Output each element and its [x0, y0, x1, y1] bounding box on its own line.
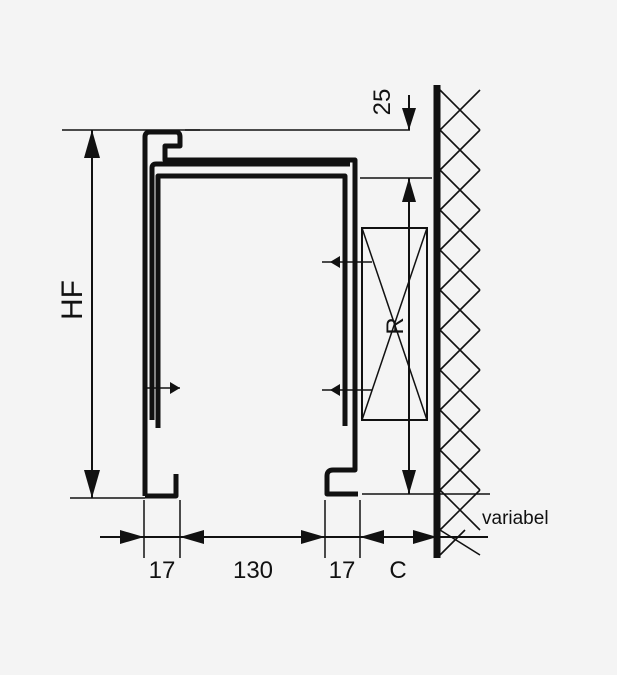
right-vertical-dimension: [402, 95, 416, 494]
bottom-dimension-chain: [100, 530, 488, 544]
dim-left-17: 17: [149, 557, 176, 584]
component-r-label: R: [382, 317, 409, 334]
wall-hatching: [439, 89, 481, 556]
hf-label: HF: [56, 280, 89, 320]
extension-lines: [62, 129, 490, 558]
variabel-label: variabel: [482, 508, 549, 529]
hf-dimension-line: [84, 130, 100, 498]
top-offset-label: 25: [369, 89, 396, 116]
screw-markers: [146, 256, 372, 396]
dim-clearance-c: C: [389, 557, 406, 584]
dim-middle-130: 130: [233, 557, 273, 584]
component-r-box: [361, 227, 428, 421]
profile-outline: [142, 129, 358, 499]
dim-right-17: 17: [329, 557, 356, 584]
